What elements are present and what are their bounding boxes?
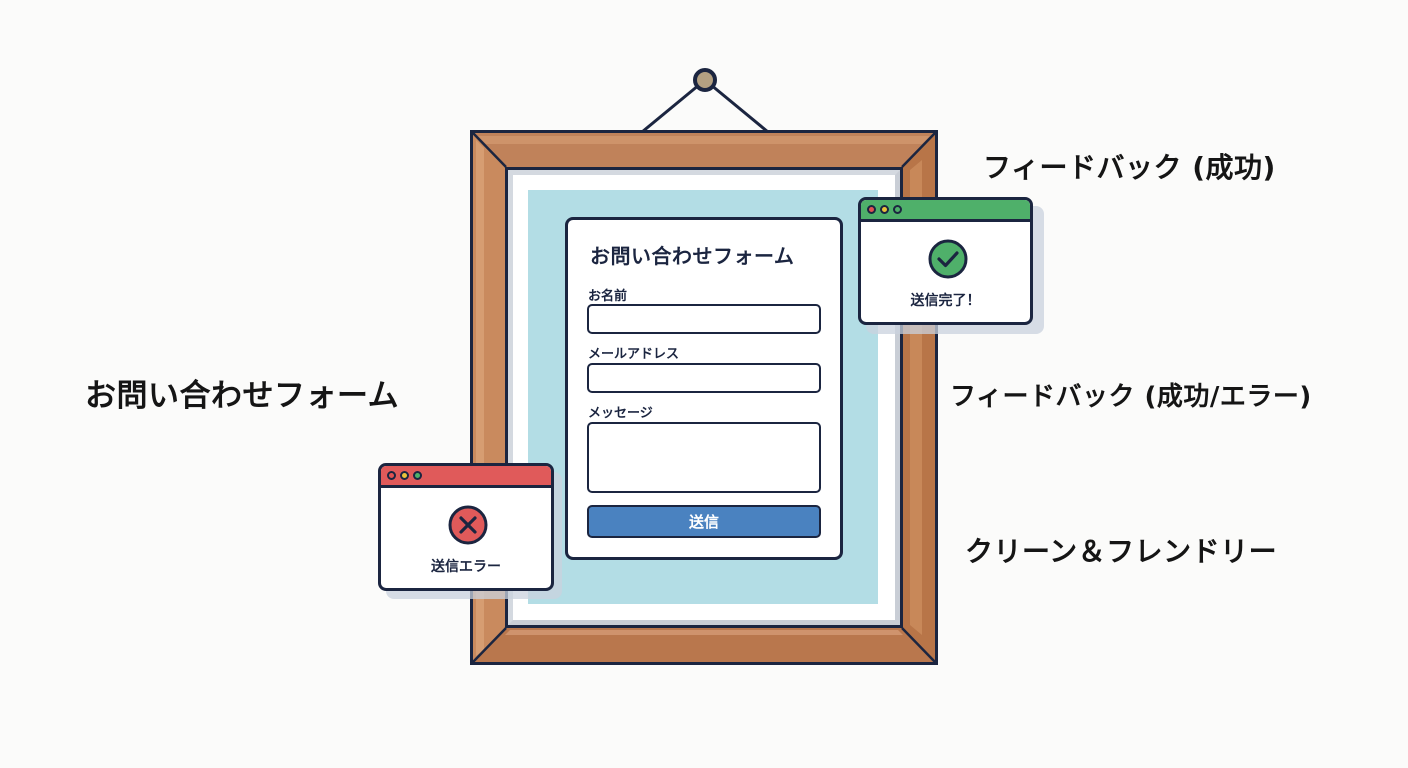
caption-contact-form: お問い合わせフォーム [85,378,400,414]
caption-clean-friendly: クリーン＆フレンドリー [965,535,1278,568]
frame-hanger [641,68,769,134]
window-minimize-dot [880,205,889,214]
window-maximize-dot [413,471,422,480]
window-maximize-dot [893,205,902,214]
error-popup: 送信エラー [378,463,554,591]
window-close-dot [867,205,876,214]
message-textarea[interactable] [587,422,821,493]
success-popup-titlebar [861,200,1030,222]
window-minimize-dot [400,471,409,480]
email-label: メールアドレス [588,347,680,362]
error-message: 送信エラー [431,559,501,575]
caption-feedback-success-error: フィードバック (成功/エラー) [950,382,1312,412]
mat-inner-shadow [508,170,900,625]
form-title: お問い合わせフォーム [590,244,795,268]
name-label: お名前 [588,289,628,304]
check-circle-icon [928,239,968,279]
error-popup-titlebar [381,466,551,488]
x-circle-icon [448,505,488,545]
success-popup: 送信完了！ [858,197,1033,325]
name-input[interactable] [587,304,821,334]
caption-feedback-success: フィードバック (成功) [983,151,1276,184]
submit-button[interactable]: 送信 [587,505,821,538]
success-message: 送信完了！ [910,293,981,309]
email-input[interactable] [587,363,821,393]
message-label: メッセージ [588,406,653,421]
window-close-dot [387,471,396,480]
nail-icon [693,68,717,92]
